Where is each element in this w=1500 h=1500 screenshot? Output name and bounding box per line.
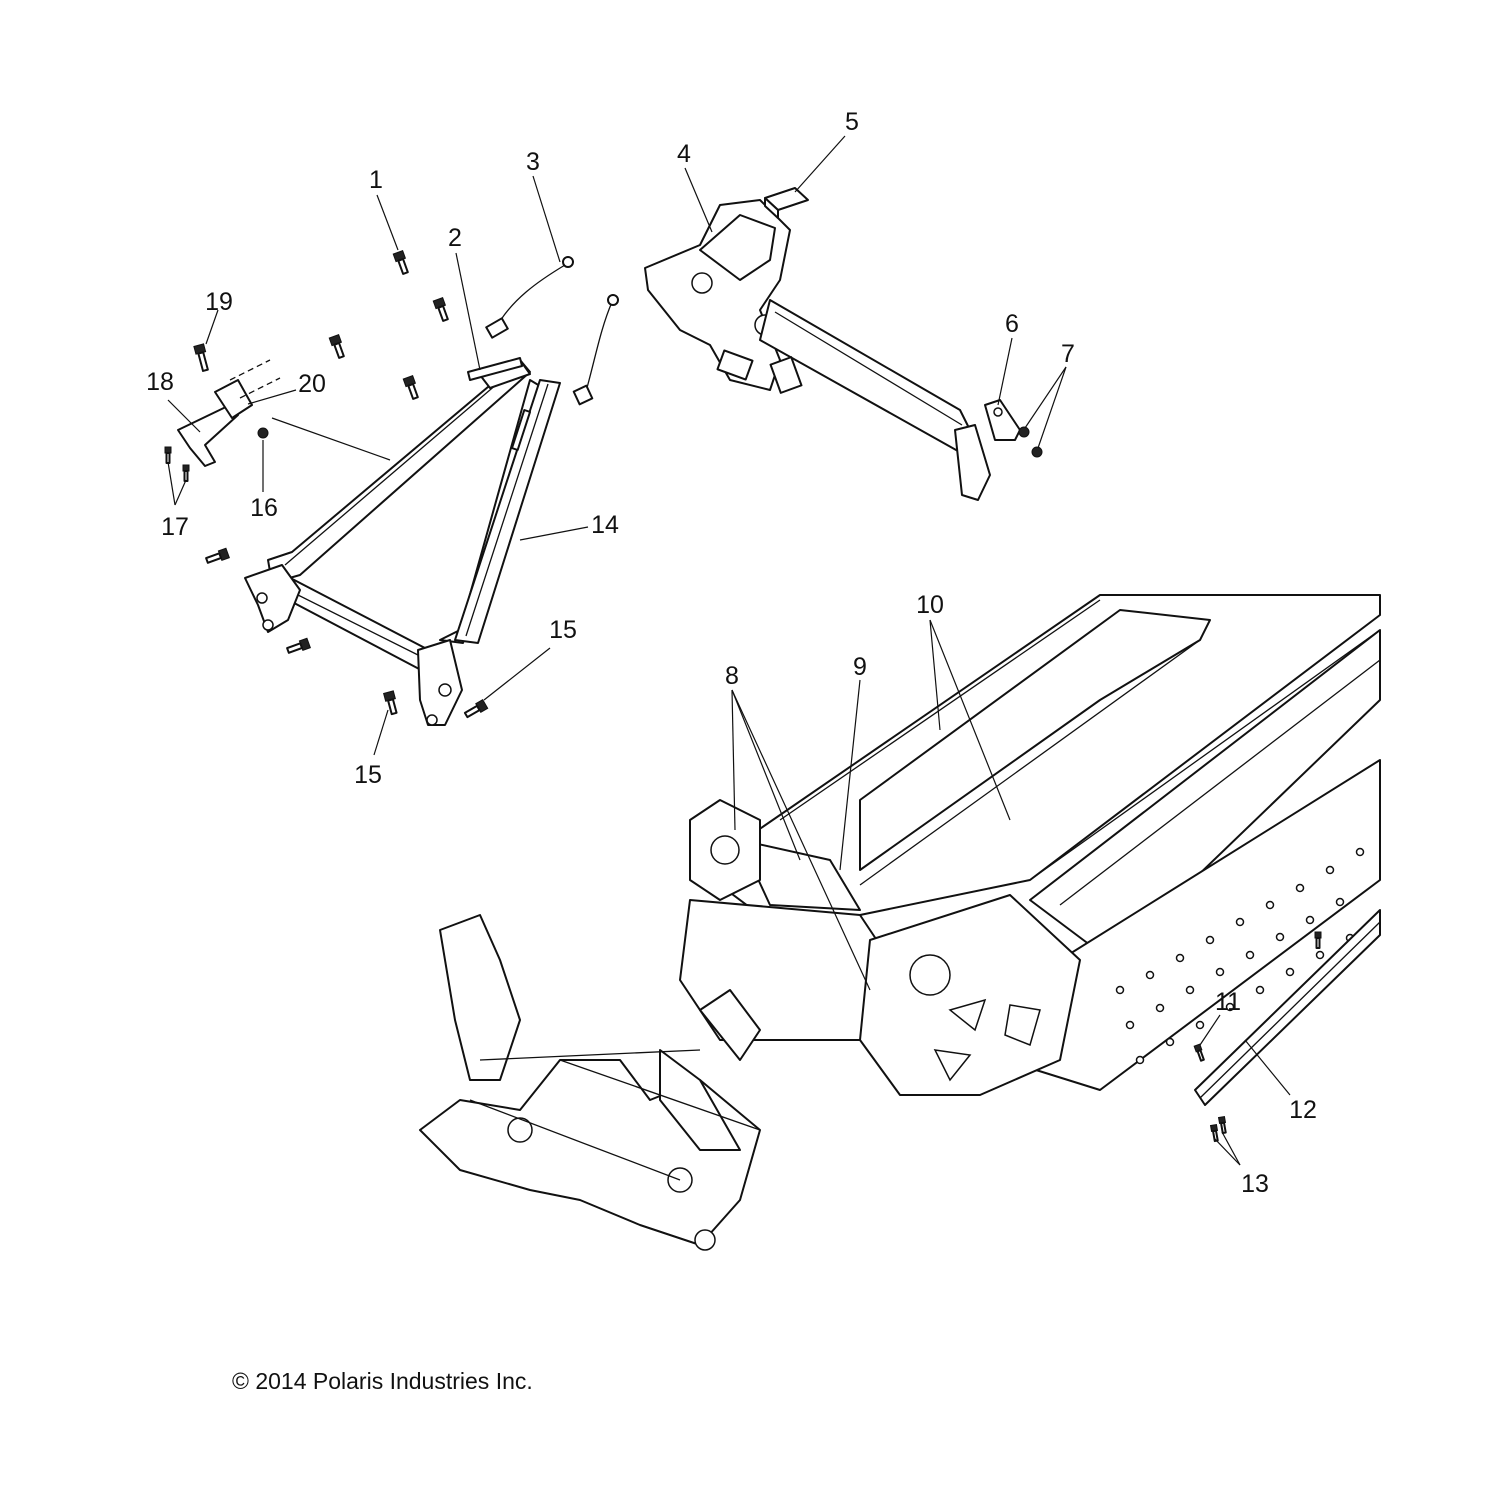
callout-15-bottom: 15 [354,761,382,789]
side-rail [1193,909,1381,1143]
chassis-frame [419,594,1381,1251]
callout-15-right: 15 [549,616,577,644]
pad-strip [467,357,523,381]
callout-14: 14 [591,511,619,539]
callout-16: 16 [250,494,278,522]
callout-3: 3 [526,148,540,176]
callout-4: 4 [677,140,691,168]
leader-lines [167,135,1291,1166]
callout-8: 8 [725,662,739,690]
clip-and-nuts [984,399,1043,458]
callout-11: 11 [1215,988,1241,1016]
callout-2: 2 [448,224,462,252]
bracket-group [164,343,281,482]
harness-pieces [485,256,619,406]
callout-5: 5 [845,108,859,136]
bolt-group-15 [205,547,489,719]
callout-9: 9 [853,653,867,681]
callout-10: 10 [916,591,944,619]
callout-7: 7 [1061,340,1075,368]
callout-13: 13 [1241,1170,1269,1198]
callout-labels: 1 2 3 4 5 6 7 8 9 10 11 12 13 14 15 15 1… [146,108,1317,1198]
copyright-notice: © 2014 Polaris Industries Inc. [232,1368,533,1394]
bolt-group-1 [328,250,449,400]
callout-17: 17 [161,513,189,541]
callout-12: 12 [1289,1096,1317,1124]
callout-1: 1 [369,166,383,194]
running-board-holes [1115,847,1365,1065]
callout-6: 6 [1005,310,1019,338]
steering-column-component [644,199,991,501]
callout-20: 20 [298,370,326,398]
callout-18: 18 [146,368,174,396]
steering-support-assembly [244,359,561,726]
callout-19: 19 [205,288,233,316]
